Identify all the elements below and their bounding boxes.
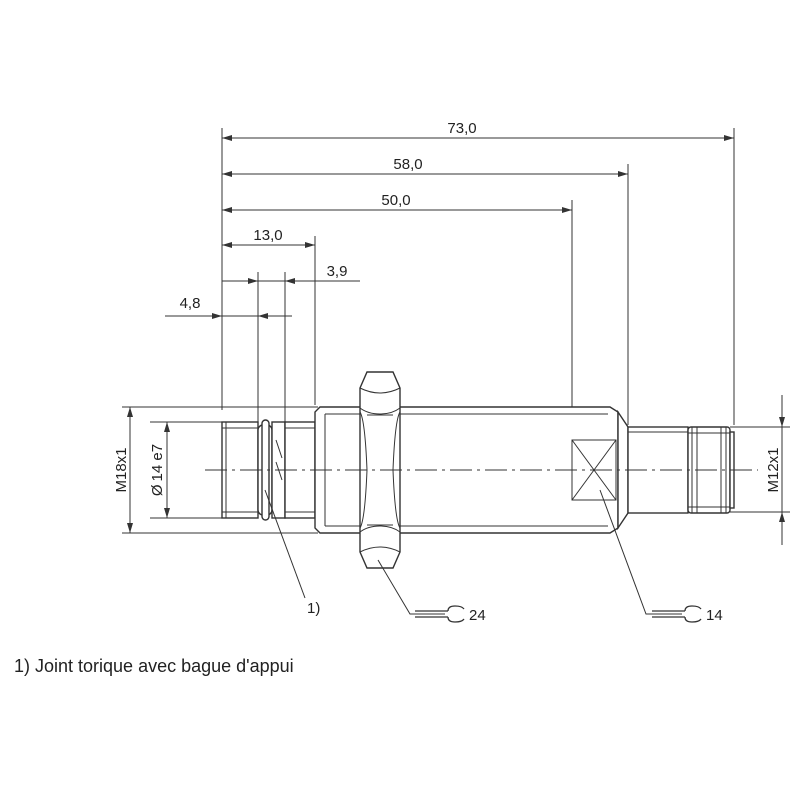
- wrench-icon: [415, 605, 465, 623]
- oring-callout-label: 1): [307, 600, 320, 617]
- dim-connector-thread: M12x1: [765, 395, 785, 545]
- dim-connector-shoulder: 58,0: [222, 156, 628, 177]
- wrench-icon: [652, 605, 702, 623]
- dim-front-to-shoulder: 13,0: [222, 227, 315, 248]
- svg-text:Ø14 e7: Ø 14 e7: [149, 444, 166, 496]
- sensor-body: [205, 371, 758, 569]
- dim-overall-length: 73,0: [222, 120, 734, 141]
- flats-wrench-callout: 14: [599, 489, 723, 624]
- dim-front-diameter: Ø 14 e7: [149, 422, 170, 518]
- dim-body-thread-label: M18x1: [113, 447, 130, 492]
- nut-wrench-size: 24: [469, 607, 486, 624]
- dim-wrench-flats-label: 50,0: [381, 192, 410, 209]
- dim-front-diameter-label: 14 e7: [149, 444, 166, 482]
- diameter-symbol: Ø: [149, 484, 166, 496]
- dim-groove-width: 3,9: [222, 263, 360, 284]
- dim-groove-width-label: 3,9: [327, 263, 348, 280]
- flats-wrench-size: 14: [706, 607, 723, 624]
- footnote: 1) Joint torique avec bague d'appui: [14, 656, 294, 676]
- dim-connector-thread-label: M12x1: [765, 447, 782, 492]
- oring-with-backup-ring: [257, 419, 286, 521]
- dim-body-thread: M18x1: [113, 407, 133, 533]
- dim-front-to-groove: 4,8: [165, 295, 292, 319]
- dim-front-to-shoulder-label: 13,0: [253, 227, 282, 244]
- nut-wrench-callout: 24: [377, 559, 486, 624]
- oring-callout: 1): [264, 489, 320, 617]
- dim-wrench-flats: 50,0: [222, 192, 572, 213]
- dim-overall-length-label: 73,0: [447, 120, 476, 137]
- dim-front-to-groove-label: 4,8: [180, 295, 201, 312]
- extension-lines: [122, 128, 790, 534]
- dim-connector-shoulder-label: 58,0: [393, 156, 422, 173]
